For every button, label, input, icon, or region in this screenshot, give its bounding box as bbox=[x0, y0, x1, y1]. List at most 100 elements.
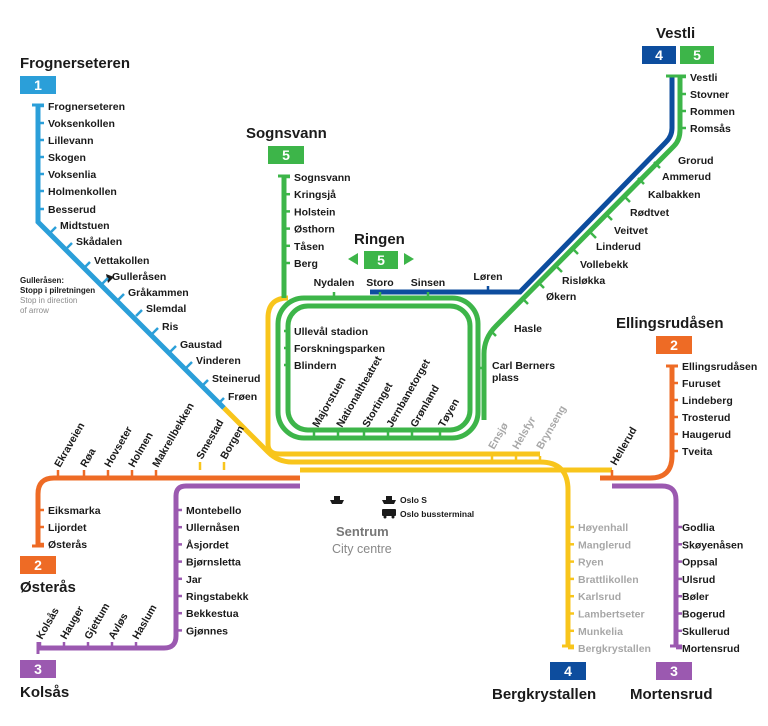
station-vollebekk[interactable]: Vollebekk bbox=[555, 259, 628, 273]
station-frognerseteren[interactable]: Frognerseteren bbox=[38, 101, 125, 113]
station-gra-kammen[interactable]: Gråkammen bbox=[117, 287, 189, 301]
station-label: Risløkka bbox=[562, 275, 605, 287]
station-ta-sen[interactable]: Tåsen bbox=[284, 241, 324, 253]
station-bj-rnsletta[interactable]: Bjørnsletta bbox=[176, 557, 241, 569]
station-lindeberg[interactable]: Lindeberg bbox=[672, 395, 733, 407]
station-lijordet[interactable]: Lijordet bbox=[38, 522, 87, 534]
station-sinsen[interactable]: Sinsen bbox=[411, 277, 445, 298]
station-rommen[interactable]: Rommen bbox=[680, 106, 735, 118]
station-stera-s[interactable]: Østerås bbox=[38, 539, 87, 551]
station-ulsrud[interactable]: Ulsrud bbox=[676, 574, 715, 586]
station-label: Munkelia bbox=[578, 626, 623, 638]
station-fr-en[interactable]: Frøen bbox=[217, 391, 257, 405]
station-furuset[interactable]: Furuset bbox=[672, 378, 721, 390]
station-ellingsruda-sen[interactable]: Ellingsrudåsen bbox=[672, 361, 757, 373]
station-forskningsparken[interactable]: Forskningsparken bbox=[284, 343, 385, 355]
station-gullera-sen[interactable]: Gulleråsen bbox=[101, 271, 166, 285]
station-voksenkollen[interactable]: Voksenkollen bbox=[38, 118, 115, 130]
station-bekkestua[interactable]: Bekkestua bbox=[176, 608, 239, 620]
station-ulleva-l-stadion[interactable]: Ullevål stadion bbox=[284, 326, 368, 338]
station-gaustad[interactable]: Gaustad bbox=[169, 339, 222, 353]
station-romsa-s[interactable]: Romsås bbox=[680, 123, 731, 135]
station-haugerud[interactable]: Haugerud bbox=[672, 429, 731, 441]
station-skullerud[interactable]: Skullerud bbox=[676, 626, 730, 638]
station-helsfyr[interactable]: Helsfyr bbox=[510, 415, 538, 464]
station-eiksmarka[interactable]: Eiksmarka bbox=[38, 505, 101, 517]
station-bogerud[interactable]: Bogerud bbox=[676, 609, 725, 621]
station-l-ren[interactable]: Løren bbox=[473, 271, 503, 292]
station-gjettum[interactable]: Gjettum bbox=[82, 601, 112, 648]
station-ullerna-sen[interactable]: Ullernåsen bbox=[176, 522, 240, 534]
station-munkelia[interactable]: Munkelia bbox=[568, 626, 623, 638]
station-gj-nnes[interactable]: Gjønnes bbox=[176, 625, 228, 637]
station-makrellbekken[interactable]: Makrellbekken bbox=[150, 401, 197, 478]
station-lambertseter[interactable]: Lambertseter bbox=[568, 609, 645, 621]
station-label: Voksenkollen bbox=[48, 118, 115, 130]
station-lillevann[interactable]: Lillevann bbox=[38, 135, 94, 147]
station-godlia[interactable]: Godlia bbox=[676, 522, 715, 534]
station-kalbakken[interactable]: Kalbakken bbox=[623, 189, 701, 203]
station-sthorn[interactable]: Østhorn bbox=[284, 224, 335, 236]
station-kern[interactable]: Økern bbox=[521, 291, 576, 305]
station-jar[interactable]: Jar bbox=[176, 574, 202, 586]
station-label: Ullevål stadion bbox=[294, 326, 368, 338]
station-ryen[interactable]: Ryen bbox=[568, 557, 604, 569]
station-vinderen[interactable]: Vinderen bbox=[185, 355, 241, 369]
station-label: Lambertseter bbox=[578, 609, 645, 621]
station-grorud[interactable]: Grorud bbox=[653, 155, 714, 169]
station-ris[interactable]: Ris bbox=[151, 321, 179, 335]
station-skogen[interactable]: Skogen bbox=[38, 152, 86, 164]
station-smestad[interactable]: Smestad bbox=[194, 418, 226, 470]
station-besserud[interactable]: Besserud bbox=[38, 204, 96, 216]
station-hauger[interactable]: Hauger bbox=[58, 604, 87, 648]
station-ska-dalen[interactable]: Skådalen bbox=[65, 236, 122, 250]
station-bergkrystallen[interactable]: Bergkrystallen bbox=[568, 643, 651, 655]
station-avl-s[interactable]: Avløs bbox=[106, 611, 131, 648]
station-vettakollen[interactable]: Vettakollen bbox=[83, 255, 149, 269]
station-haslum[interactable]: Haslum bbox=[130, 603, 160, 648]
station-ensj[interactable]: Ensjø bbox=[486, 420, 511, 464]
station-vestli[interactable]: Vestli bbox=[680, 72, 718, 84]
station-montebello[interactable]: Montebello bbox=[176, 505, 241, 517]
station-r-a[interactable]: Røa bbox=[78, 446, 99, 478]
station-sognsvann[interactable]: Sognsvann bbox=[284, 172, 351, 184]
station-stovner[interactable]: Stovner bbox=[680, 89, 729, 101]
station-karlsrud[interactable]: Karlsrud bbox=[568, 591, 621, 603]
station-sk-yena-sen[interactable]: Skøyenåsen bbox=[676, 539, 743, 551]
station-kringsja[interactable]: Kringsjå bbox=[284, 189, 336, 201]
station-storo[interactable]: Storo bbox=[366, 277, 394, 298]
station-trosterud[interactable]: Trosterud bbox=[672, 412, 730, 424]
station-hellerud[interactable]: Hellerud bbox=[608, 425, 640, 478]
station-midtstuen[interactable]: Midtstuen bbox=[49, 220, 110, 234]
station-voksenlia[interactable]: Voksenlia bbox=[38, 169, 96, 181]
station-ringstabekk[interactable]: Ringstabekk bbox=[176, 591, 249, 603]
station-borgen[interactable]: Borgen bbox=[218, 424, 247, 470]
station-label: Trosterud bbox=[682, 412, 730, 424]
station-risl-kka[interactable]: Risløkka bbox=[537, 275, 605, 289]
station-slemdal[interactable]: Slemdal bbox=[135, 303, 186, 317]
station-label: Lillevann bbox=[48, 135, 94, 147]
station-hasle[interactable]: Hasle bbox=[489, 323, 542, 337]
station-berg[interactable]: Berg bbox=[284, 258, 318, 270]
station-mortensrud[interactable]: Mortensrud bbox=[676, 643, 740, 655]
station-b-ler[interactable]: Bøler bbox=[676, 591, 709, 603]
station-holmenkollen[interactable]: Holmenkollen bbox=[38, 186, 117, 198]
station-tveita[interactable]: Tveita bbox=[672, 446, 713, 458]
station-nydalen[interactable]: Nydalen bbox=[314, 277, 355, 298]
station-hovseter[interactable]: Hovseter bbox=[102, 425, 135, 478]
station-veitvet[interactable]: Veitvet bbox=[589, 225, 648, 239]
station-kolsa-s[interactable]: Kolsås bbox=[34, 606, 62, 648]
station-ammerud[interactable]: Ammerud bbox=[637, 171, 711, 185]
station-brattlikollen[interactable]: Brattlikollen bbox=[568, 574, 639, 586]
station-blindern[interactable]: Blindern bbox=[284, 360, 337, 372]
station-steinerud[interactable]: Steinerud bbox=[201, 373, 260, 387]
station-ekraveien[interactable]: Ekraveien bbox=[52, 421, 87, 478]
station-r-dtvet[interactable]: Rødtvet bbox=[605, 207, 670, 221]
station-h-yenhall[interactable]: Høyenhall bbox=[568, 522, 628, 534]
station-linderud[interactable]: Linderud bbox=[571, 241, 641, 255]
station-holstein[interactable]: Holstein bbox=[284, 206, 335, 218]
station-manglerud[interactable]: Manglerud bbox=[568, 539, 631, 551]
station-oppsal[interactable]: Oppsal bbox=[676, 557, 718, 569]
station-a-sjordet[interactable]: Åsjordet bbox=[176, 538, 229, 551]
